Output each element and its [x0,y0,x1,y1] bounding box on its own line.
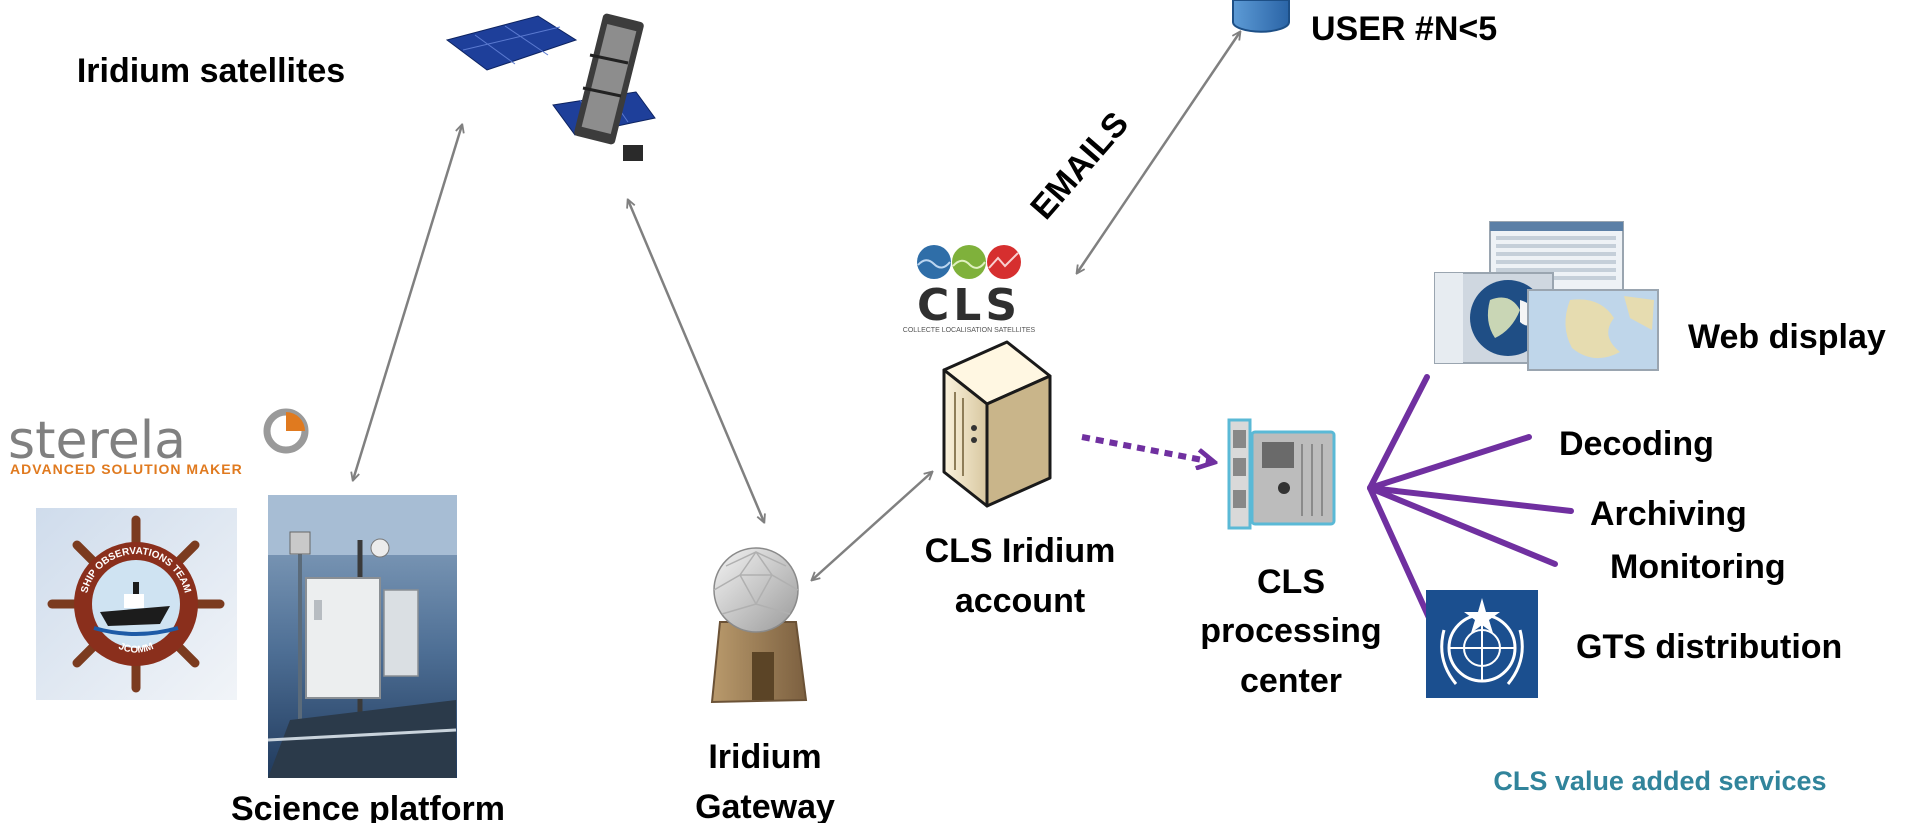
label-iridium-satellites: Iridium satellites [77,52,345,90]
svg-text:JCOMM: JCOMM [117,641,155,656]
radome-icon [710,547,808,704]
map-screens-icon [1434,221,1659,371]
wmo-emblem-icon [1426,590,1538,698]
sot-ring-bottom-text: JCOMM [117,641,155,656]
label-web-display: Web display [1688,318,1886,356]
branch-web-display [1367,374,1430,491]
sterela-tagline: ADVANCED SOLUTION MAKER [10,461,243,477]
label-cls-iridium-account-line1: CLS Iridium [925,532,1116,570]
label-monitoring: Monitoring [1610,548,1786,586]
link-gateway-cls [812,472,932,580]
label-user-n: USER #N<5 [1311,10,1497,48]
sterela-logo-text: sterela [8,411,186,471]
branch-decoding [1367,434,1532,491]
weather-station-photo [267,495,457,778]
label-cls-value-added: CLS value added services [1493,766,1826,796]
cls-logo-subtitle: COLLECTE LOCALISATION SATELLITES [903,327,1036,334]
label-cls-iridium-account-line2: account [955,582,1085,620]
label-cls-processing-line2: processing [1200,612,1381,650]
database-icon [1232,0,1290,33]
server-rack-icon [1227,418,1336,530]
label-cls-processing-line1: CLS [1257,563,1325,601]
label-archiving: Archiving [1590,495,1747,533]
sterela-logo: sterela ADVANCED SOLUTION MAKER [8,408,309,477]
branch-gts [1367,485,1433,623]
cls-logo: CLS COLLECTE LOCALISATION SATELLITES [903,245,1036,334]
link-platform-satellite [353,125,462,480]
connectors [353,32,1574,623]
branch-archiving [1367,485,1574,514]
label-science-platform: Science platform [231,790,505,823]
link-satellite-gateway [628,200,764,522]
sot-emblem: SHIP OBSERVATIONS TEAM JCOMM [36,508,237,700]
label-cls-processing-line3: center [1240,662,1342,700]
label-decoding: Decoding [1559,425,1714,463]
satellite-icon [445,13,656,161]
branch-monitoring [1367,485,1558,567]
link-cls-processing [1081,434,1213,462]
label-iridium-gateway-line1: Iridium [708,738,821,776]
cls-logo-text: CLS [917,280,1021,331]
label-iridium-gateway-line2: Gateway [695,788,835,823]
server-icon [942,340,1052,508]
label-gts-distribution: GTS distribution [1576,628,1842,666]
link-cls-user [1077,32,1240,273]
